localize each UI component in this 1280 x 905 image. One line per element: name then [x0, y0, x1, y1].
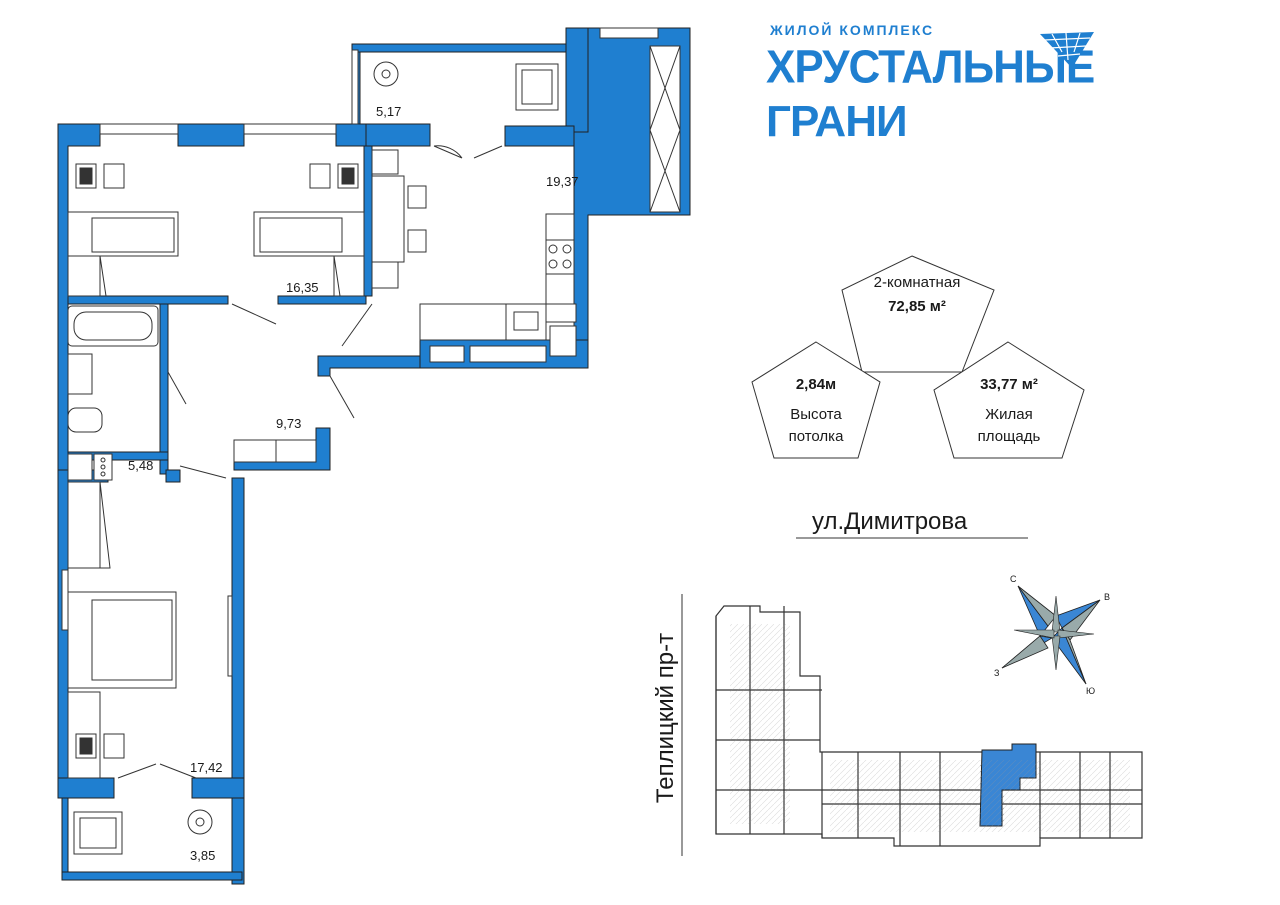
wall-segment-top-mid — [177, 123, 245, 147]
ceiling-height-label-1: Высота — [790, 406, 842, 423]
compass-rose-icon — [1001, 585, 1101, 685]
area-bedroom-bottom: 17,42 — [190, 760, 223, 775]
living-area-value: 33,77 м² — [980, 376, 1038, 393]
crystal-logo-icon — [1040, 32, 1094, 68]
pentagon-living-area — [933, 341, 1085, 459]
area-bedroom-top: 16,35 — [286, 280, 319, 295]
area-kitchen-living: 19,37 — [546, 174, 579, 189]
balcony-top-wall-top — [351, 43, 571, 53]
wall-bedroom-kitchen — [363, 145, 373, 297]
ceiling-height-value: 2,84м — [795, 376, 837, 393]
compass-north: С — [1010, 574, 1017, 584]
compass-east: В — [1104, 592, 1111, 602]
wall-bedroom-bottom-left — [67, 295, 229, 305]
pentagon-ceiling-height — [751, 341, 881, 459]
ceiling-height-label-2: потолка — [788, 428, 844, 445]
wall-bedroom2-bottom-left — [57, 777, 115, 799]
area-hall: 9,73 — [276, 416, 302, 431]
street-label: ул.Димитрова — [812, 508, 968, 535]
compass-west: З — [994, 668, 1000, 678]
wall-segment-top-right — [335, 123, 367, 147]
area-balcony-bottom: 3,85 — [190, 848, 216, 863]
pentagon-apartment-type — [841, 255, 995, 373]
brand-name-line2: ГРАНИ — [766, 97, 908, 146]
area-balcony-top: 5,17 — [376, 104, 402, 119]
kitchen-top-wall-right — [504, 125, 575, 147]
wall-bedroom2-top-mid — [165, 469, 181, 483]
avenue-label: Теплицкий пр-т — [652, 632, 679, 804]
living-area-label-1: Жилая — [985, 406, 1033, 423]
wall-bedroom-bottom-right — [277, 295, 367, 305]
wall-bathroom-right — [159, 303, 169, 475]
wall-bedroom2-bottom-right — [191, 777, 245, 799]
wall-bedroom2-right — [231, 477, 245, 885]
brand-name-line1: ХРУСТАЛЬНЫЕ — [766, 41, 1095, 94]
total-area: 72,85 м² — [888, 298, 946, 315]
kitchen-corner-wall — [565, 27, 589, 133]
balcony-bottom-wall-bottom — [61, 871, 243, 881]
wall-kitchen-bottom-left — [317, 355, 421, 377]
apartment-type: 2-комнатная — [873, 274, 961, 291]
balcony-bottom-wall-left — [61, 797, 69, 881]
brand-subtitle: ЖИЛОЙ КОМПЛЕКС — [770, 22, 935, 38]
compass-south: Ю — [1086, 686, 1096, 696]
living-area-label-2: площадь — [977, 428, 1041, 445]
area-bathroom: 5,48 — [128, 458, 154, 473]
